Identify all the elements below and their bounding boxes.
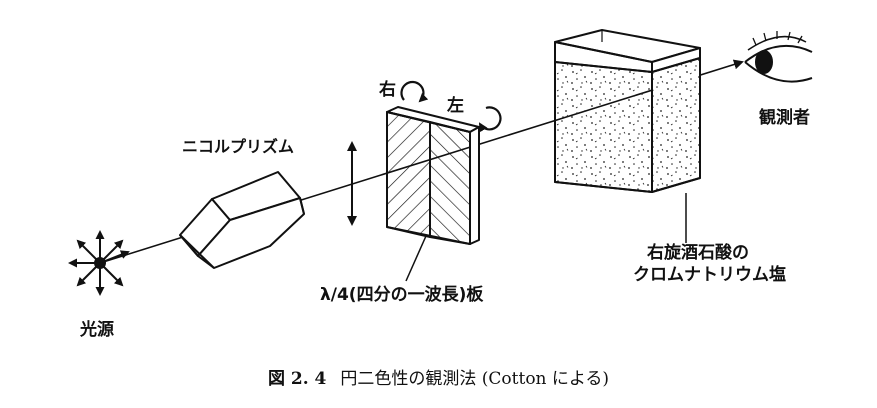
figure-caption: 図 2. 4 円二色性の観測法 (Cotton による) (0, 364, 877, 389)
label-light-source: 光源 (80, 320, 114, 340)
left-rotation-icon (478, 106, 502, 133)
solution-cell-icon (554, 29, 701, 193)
label-left: 左 (447, 96, 464, 116)
label-solution-line2: クロムナトリウム塩 (633, 265, 786, 285)
label-nicol-prism: ニコルプリズム (182, 137, 295, 156)
nicol-prism-icon (179, 171, 305, 269)
label-quarter-wave-plate: λ/4(四分の一波長)板 (320, 285, 484, 305)
caption-text: 円二色性の観測法 (Cotton による) (340, 369, 610, 389)
label-right: 右 (379, 80, 396, 100)
label-solution-line1: 右旋酒石酸の (647, 243, 749, 263)
light-source-icon (68, 230, 130, 296)
label-observer: 観測者 (759, 108, 810, 128)
quarter-wave-plate-icon (386, 106, 480, 245)
figure-number: 図 2. 4 (267, 369, 327, 389)
observer-eye-icon (744, 31, 813, 83)
right-rotation-icon (400, 80, 429, 103)
plate-leader-line (405, 235, 427, 282)
